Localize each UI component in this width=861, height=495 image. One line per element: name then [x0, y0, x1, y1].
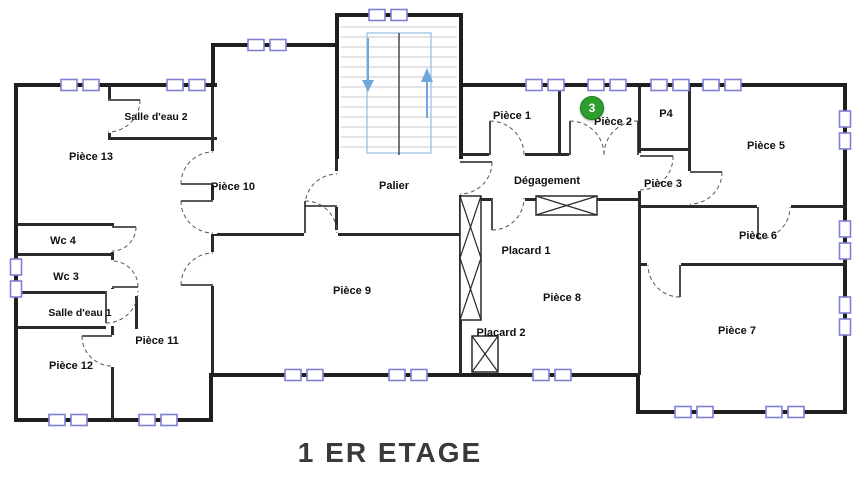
duct-shaft-hatch [459, 195, 482, 321]
door-icon [603, 120, 639, 156]
door-icon [304, 173, 338, 207]
window-icon [765, 405, 805, 419]
window-icon [838, 110, 852, 150]
window-icon [9, 258, 23, 298]
window-icon [650, 78, 690, 92]
room-label-wc-3: Wc 3 [53, 271, 79, 283]
window-icon [284, 368, 324, 382]
room-label-piece-13: Pièce 13 [68, 151, 114, 163]
floor-title: 1 ER ETAGE [297, 437, 483, 468]
door-icon [180, 151, 214, 185]
door-icon [491, 197, 525, 231]
door-icon [569, 120, 605, 156]
room-label-piece-8: Pièce 8 [543, 292, 581, 304]
door-icon [180, 252, 214, 286]
window-icon [702, 78, 742, 92]
window-icon [48, 413, 88, 427]
placard-1-hatch [535, 195, 598, 216]
room-label-p4: P4 [659, 108, 673, 120]
room-label-piece-10: Pièce 10 [210, 181, 256, 193]
stair-down-arrow-icon [362, 38, 374, 92]
doors [81, 99, 791, 367]
window-icon [525, 78, 565, 92]
room-label-piece-6: Pièce 6 [739, 230, 777, 242]
window-icon [166, 78, 206, 92]
room-label-degagement: Dégagement [513, 175, 581, 187]
room-label-piece-5: Pièce 5 [747, 140, 785, 152]
placard-2-hatch [471, 335, 499, 373]
room-label-piece-2: Pièce 2 [594, 116, 632, 128]
room-label-piece-9: Pièce 9 [333, 285, 371, 297]
door-icon [105, 290, 139, 324]
room-label-piece-7: Pièce 7 [718, 325, 756, 337]
window-icon [587, 78, 627, 92]
room-label-piece-12: Pièce 12 [48, 360, 94, 372]
door-icon [107, 99, 141, 133]
window-icon [388, 368, 428, 382]
room-label-wc-4: Wc 4 [50, 235, 76, 247]
door-icon [689, 171, 723, 205]
door-icon [639, 155, 674, 191]
window-icon [60, 78, 100, 92]
door-icon [757, 206, 791, 240]
window-icon [838, 220, 852, 260]
annotation-marker-badge[interactable]: 3 [580, 96, 604, 120]
window-icon [138, 413, 178, 427]
window-icon [674, 405, 714, 419]
staircase [341, 26, 457, 155]
room-label-piece-3: Pièce 3 [644, 178, 682, 190]
room-label-placard-2: Placard 2 [476, 327, 526, 339]
door-icon [304, 200, 338, 234]
door-icon [647, 264, 681, 298]
window-icon [247, 38, 287, 52]
door-icon [111, 226, 137, 252]
door-icon [459, 161, 493, 195]
window-icon [368, 8, 408, 22]
window-icon [532, 368, 572, 382]
room-label-piece-11: Pièce 11 [135, 335, 179, 347]
window-icon [838, 296, 852, 336]
stair-up-arrow-icon [421, 68, 433, 118]
door-icon [111, 260, 139, 288]
room-label-salle-deau-1: Salle d'eau 1 [48, 307, 112, 319]
door-icon [81, 335, 113, 367]
door-openings [105, 99, 791, 367]
windows [9, 8, 852, 427]
door-icon [180, 200, 214, 234]
room-label-palier: Palier [379, 180, 409, 192]
door-icon [489, 120, 525, 156]
room-label-salle-deau-2: Salle d'eau 2 [124, 111, 188, 123]
room-label-placard-1: Placard 1 [501, 245, 551, 257]
room-label-piece-1: Pièce 1 [493, 110, 531, 122]
